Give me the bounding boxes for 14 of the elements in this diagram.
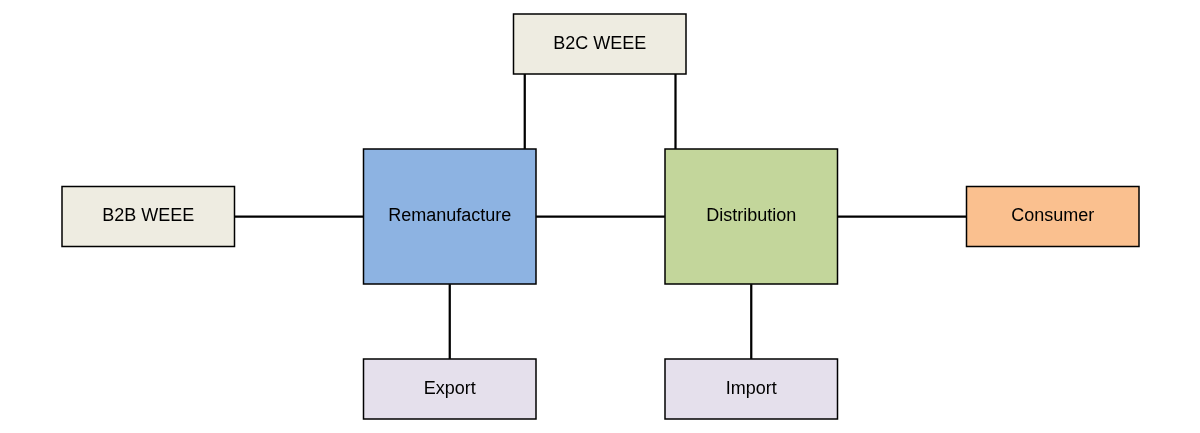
node-box: Consumer	[965, 185, 1140, 248]
node-box: B2B WEEE	[60, 185, 235, 248]
connector	[523, 74, 526, 149]
node-box: Remanufacture	[362, 148, 537, 285]
connector	[749, 284, 752, 359]
node-box: Distribution	[663, 148, 838, 285]
connector	[448, 284, 451, 359]
node-box: Import	[663, 358, 838, 420]
node-box: B2C WEEE	[512, 13, 687, 75]
connector	[234, 215, 363, 218]
connector	[837, 215, 966, 218]
connector	[535, 215, 665, 218]
connector	[673, 74, 677, 149]
node-box: Export	[362, 358, 537, 420]
